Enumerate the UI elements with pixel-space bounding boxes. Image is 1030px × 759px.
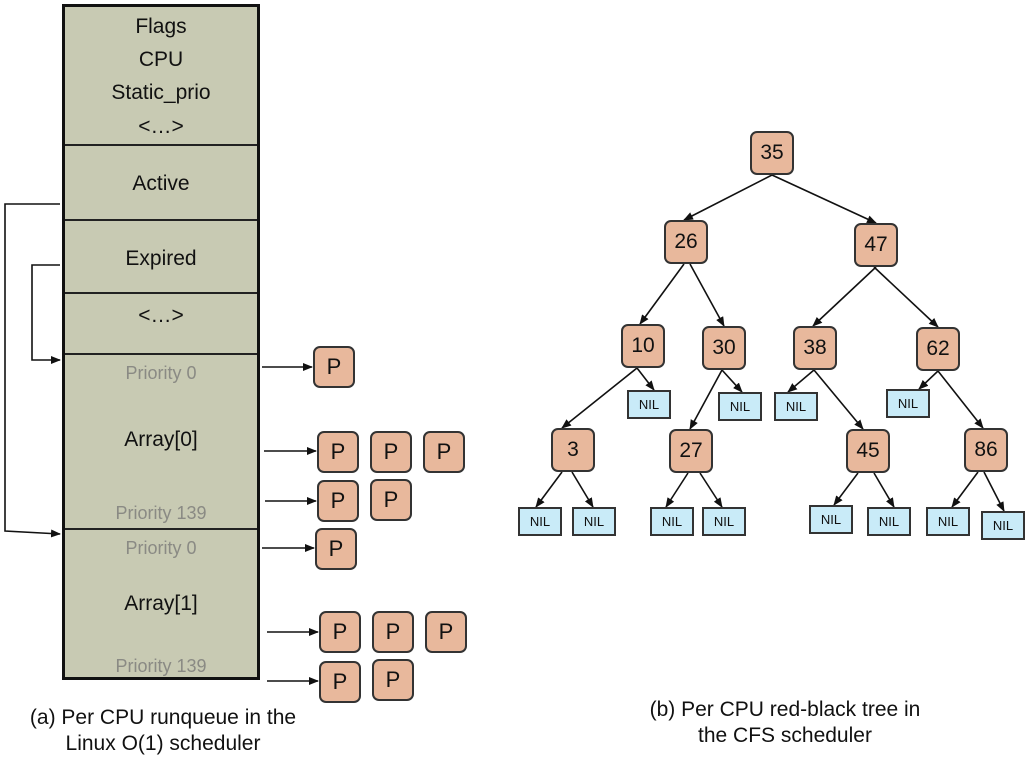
nil-leaf: NIL — [926, 507, 970, 536]
nil-leaf: NIL — [886, 389, 930, 418]
tree-node-35: 35 — [750, 131, 794, 175]
expired-cell: Expired — [65, 221, 257, 294]
rbtree-caption-line2: the CFS scheduler — [698, 724, 872, 747]
process-box: P — [319, 611, 361, 653]
active-pointer-line — [4, 203, 61, 538]
runqueue-header-cell: Flags CPU Static_prio <…> — [65, 7, 257, 146]
tree-edge — [721, 369, 743, 393]
tree-edge — [918, 370, 939, 390]
flags-field: Flags — [135, 15, 187, 38]
nil-leaf: NIL — [981, 511, 1025, 540]
tree-edge — [683, 174, 773, 221]
process-box: P — [425, 611, 467, 653]
array-1-priority-139: Priority 139 — [115, 656, 207, 676]
array-1-cell: Priority 0 Array[1] Priority 139 — [65, 530, 257, 680]
tree-node-3: 3 — [551, 428, 595, 472]
nil-leaf: NIL — [809, 505, 853, 534]
tree-edge — [636, 367, 655, 391]
tree-edge — [833, 472, 859, 506]
array-0-cell: Priority 0 Array[0] Priority 139 — [65, 355, 257, 530]
process-box: P — [317, 480, 359, 522]
tree-edge — [812, 266, 877, 327]
tree-edge — [787, 369, 815, 393]
array-0-label: Array[0] — [124, 428, 198, 451]
rbtree-caption-line1: (b) Per CPU red-black tree in — [649, 698, 921, 721]
tree-edge — [639, 263, 685, 325]
process-box: P — [372, 659, 414, 701]
tree-edge — [813, 369, 864, 430]
process-box: P — [317, 431, 359, 473]
cpu-field: CPU — [138, 48, 184, 71]
array-1-priority-0: Priority 0 — [125, 538, 197, 558]
expired-label: Expired — [125, 247, 197, 270]
tree-edge — [771, 174, 877, 224]
tree-edge — [937, 370, 984, 429]
process-box: P — [313, 346, 355, 388]
nil-leaf: NIL — [718, 392, 762, 421]
tree-edge — [689, 369, 723, 430]
tree-node-62: 62 — [916, 327, 960, 371]
process-box: P — [319, 661, 361, 703]
nil-leaf: NIL — [702, 507, 746, 536]
process-box: P — [370, 431, 412, 473]
ellipsis-cell: <…> — [65, 294, 257, 355]
runqueue-caption: (a) Per CPU runqueue in the Linux O(1) s… — [8, 705, 318, 757]
active-cell: Active — [65, 146, 257, 221]
tree-node-38: 38 — [793, 326, 837, 370]
tree-node-47: 47 — [854, 223, 898, 267]
ellipsis-label: <…> — [138, 304, 184, 327]
static-prio-field: Static_prio — [111, 81, 211, 104]
expired-pointer-line — [31, 264, 61, 364]
nil-leaf: NIL — [627, 390, 671, 419]
tree-edge — [983, 471, 1005, 512]
runqueue-caption-line2: Linux O(1) scheduler — [65, 732, 261, 755]
process-box: P — [315, 528, 357, 570]
array-0-priority-139: Priority 139 — [115, 503, 207, 523]
tree-node-30: 30 — [702, 326, 746, 370]
tree-node-10: 10 — [621, 324, 665, 368]
runqueue-caption-line1: (a) Per CPU runqueue in the — [29, 706, 297, 729]
tree-edge — [571, 471, 594, 508]
process-box: P — [370, 479, 412, 521]
tree-node-45: 45 — [846, 429, 890, 473]
rbtree-caption: (b) Per CPU red-black tree in the CFS sc… — [620, 697, 950, 749]
tree-node-27: 27 — [669, 429, 713, 473]
nil-leaf: NIL — [867, 507, 911, 536]
array-0-priority-0: Priority 0 — [125, 363, 197, 383]
nil-leaf: NIL — [572, 507, 616, 536]
tree-edge — [535, 471, 563, 508]
tree-node-86: 86 — [964, 428, 1008, 472]
nil-leaf: NIL — [650, 507, 694, 536]
process-box: P — [423, 431, 465, 473]
tree-edge — [561, 367, 638, 429]
array-1-label: Array[1] — [124, 592, 198, 615]
tree-edge — [951, 471, 979, 508]
tree-edge — [873, 472, 895, 508]
tree-edge — [873, 266, 939, 328]
tree-edge — [699, 472, 723, 508]
tree-node-26: 26 — [664, 220, 708, 264]
header-ellipsis: <…> — [138, 115, 184, 138]
runqueue: Flags CPU Static_prio <…> Active Expired… — [62, 4, 260, 680]
tree-edge — [689, 263, 725, 327]
nil-leaf: NIL — [518, 507, 562, 536]
nil-leaf: NIL — [774, 392, 818, 421]
tree-edge — [665, 472, 689, 508]
process-box: P — [372, 611, 414, 653]
active-label: Active — [132, 172, 190, 195]
